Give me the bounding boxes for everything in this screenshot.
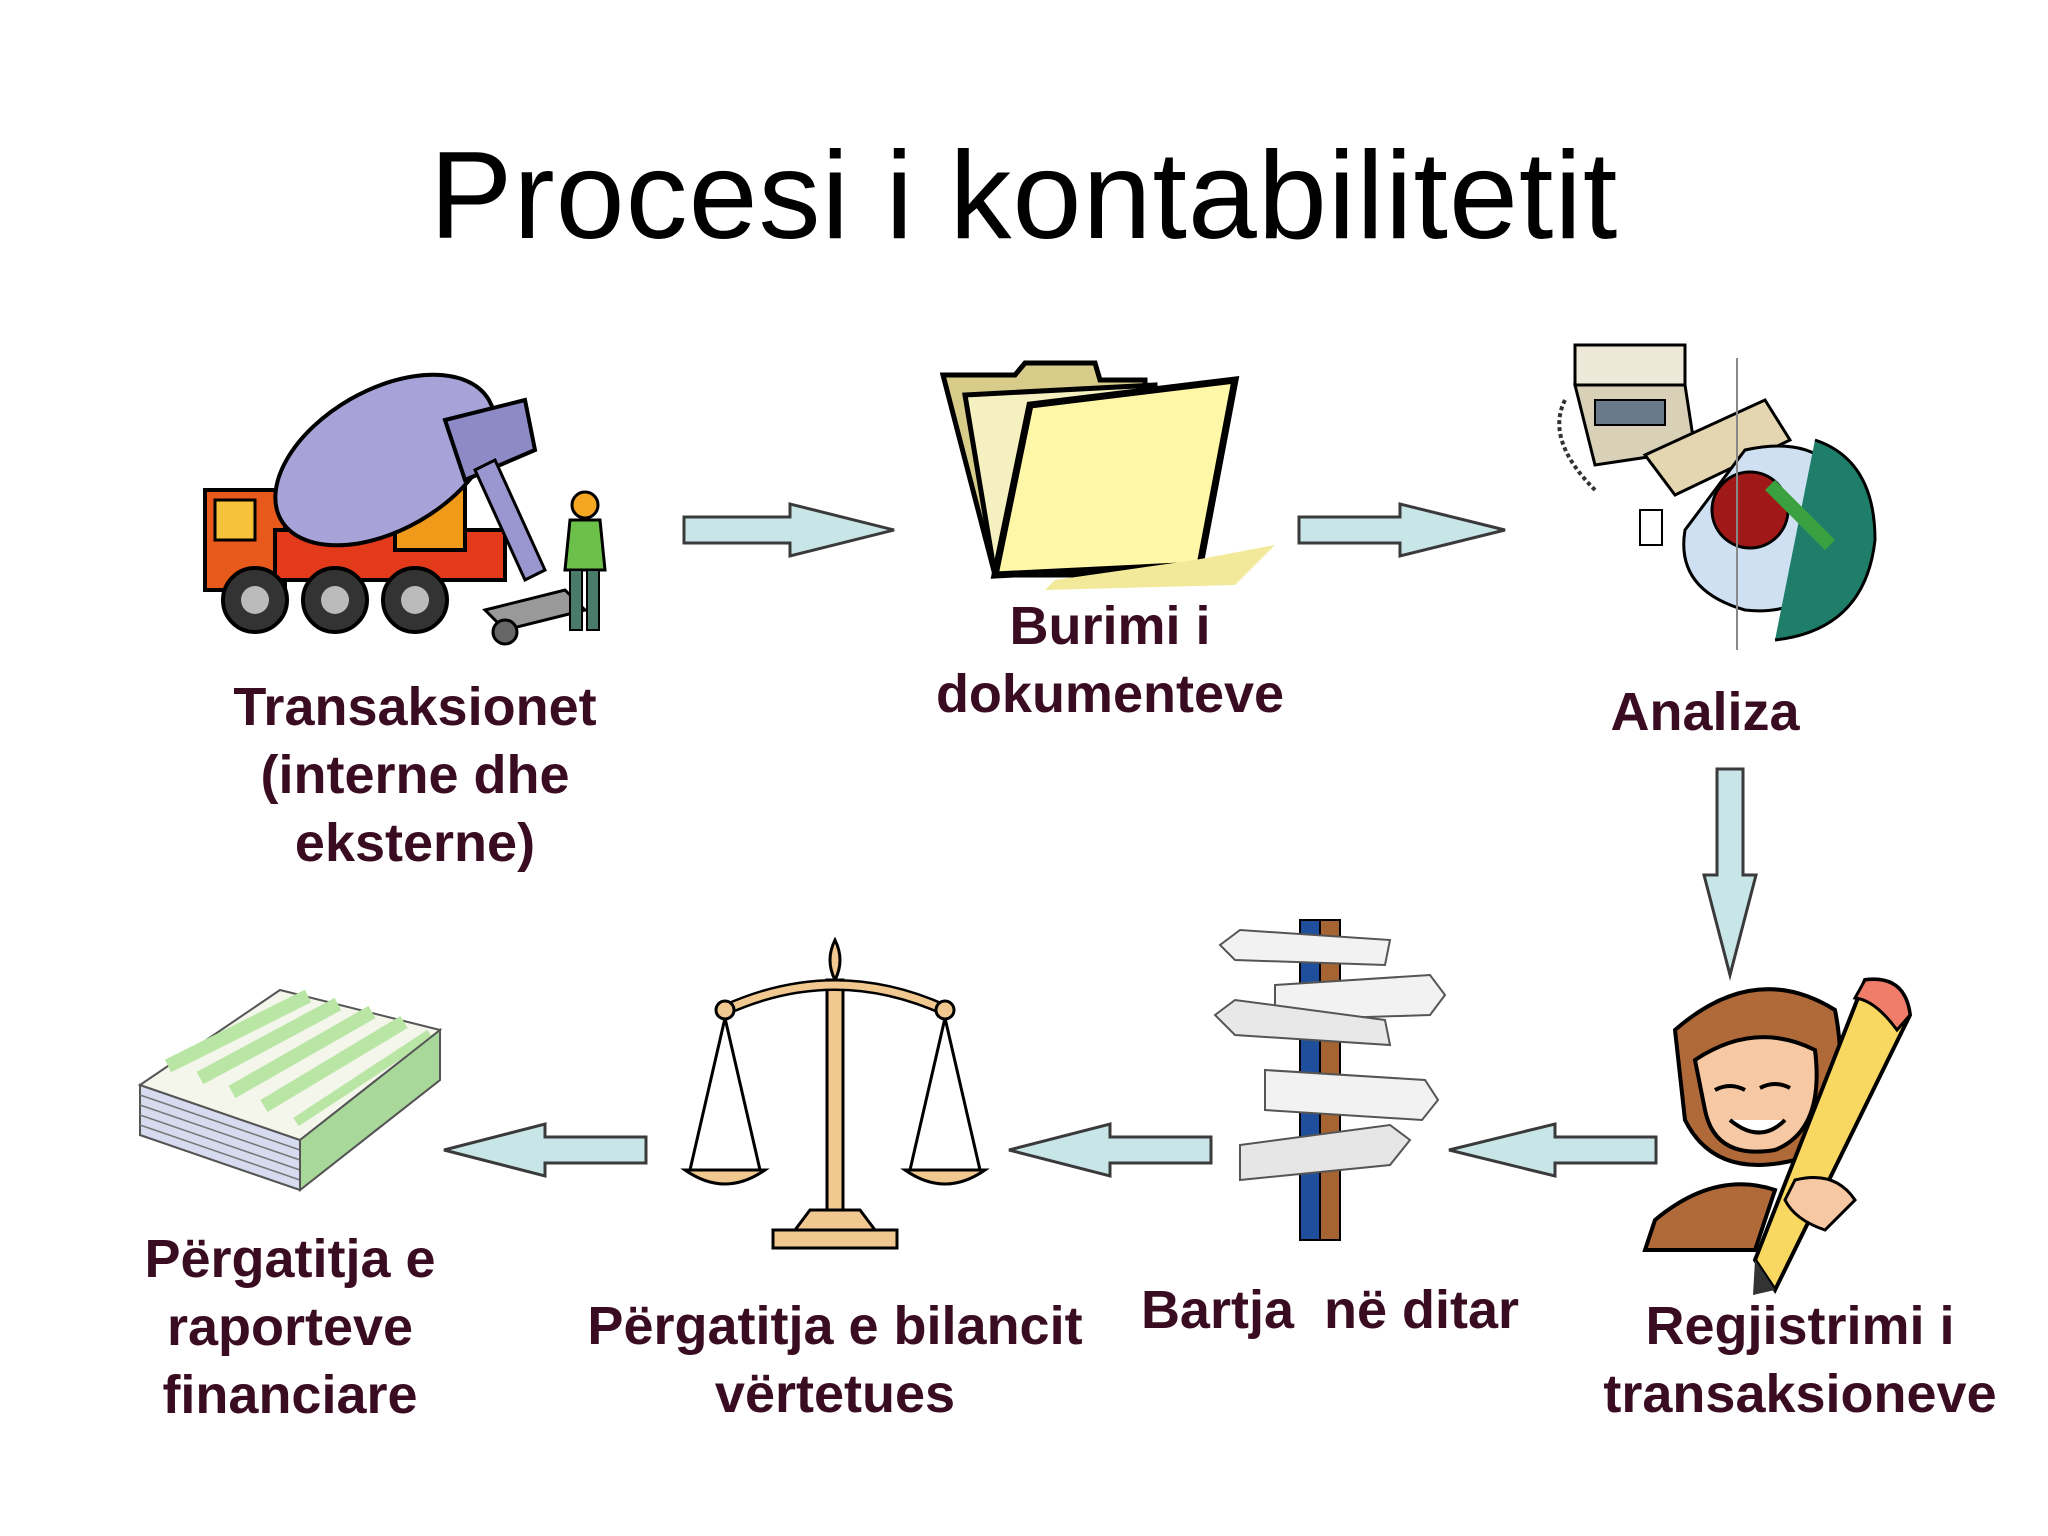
- balance-scale-icon: [680, 936, 990, 1250]
- folder-icon: [939, 360, 1275, 590]
- arrow-left-2: [1008, 1122, 1213, 1178]
- person-at-computer-icon: [1557, 343, 1877, 650]
- page-title: Procesi i kontabilitetit: [429, 127, 1619, 265]
- cement-mixer-truck-icon: [203, 372, 607, 646]
- step-label-bartja: Bartja në ditar: [1140, 1280, 1520, 1340]
- arrow-down: [1702, 767, 1758, 981]
- step-label-transaksionet: Transaksionet (interne dhe eksterne): [233, 677, 597, 873]
- step-label-bilanci: Përgatitja e bilancit vërtetues: [587, 1296, 1083, 1424]
- arrow-left-1: [1448, 1122, 1658, 1178]
- arrow-right-1: [682, 502, 895, 558]
- step-label-regjistrimi: Regjistrimi i transaksioneve: [1603, 1296, 1997, 1424]
- step-label-burimi: Burimi i dokumenteve: [935, 596, 1285, 724]
- signpost-icon: [1213, 919, 1447, 1241]
- step-label-raportet: Përgatitja e raporteve financiare: [144, 1229, 436, 1425]
- person-with-pencil-icon: [1642, 977, 1913, 1295]
- paper-stack-icon: [137, 988, 443, 1193]
- step-label-analiza: Analiza: [1610, 682, 1800, 742]
- arrow-left-3: [443, 1122, 648, 1178]
- arrow-right-2: [1297, 502, 1506, 558]
